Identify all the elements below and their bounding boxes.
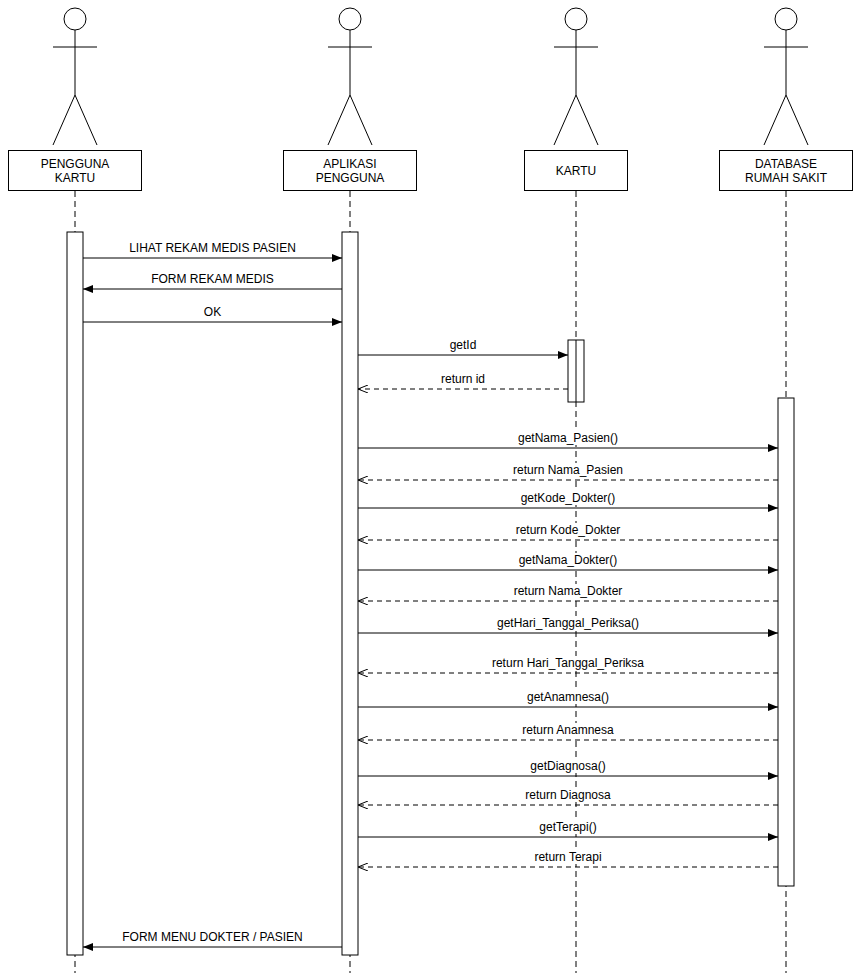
call-message xyxy=(358,707,778,708)
return-message xyxy=(358,540,778,541)
message-label: return Hari_Tanggal_Periksa xyxy=(490,656,646,670)
lifeline-box: PENGGUNA KARTU xyxy=(8,150,142,191)
activation-bar xyxy=(568,340,584,402)
message-label: return Kode_Dokter xyxy=(514,523,623,537)
message-label: getNama_Pasien() xyxy=(516,431,620,445)
message-label: getKode_Dokter() xyxy=(519,491,618,505)
call-message xyxy=(358,570,778,571)
return-message xyxy=(358,805,778,806)
return-message xyxy=(358,740,778,741)
message-label: getDiagnosa() xyxy=(528,759,607,773)
actor-name: DATABASE RUMAH SAKIT xyxy=(738,157,834,185)
actor-name: KARTU xyxy=(556,164,596,178)
actor-figure xyxy=(53,8,97,145)
message-label: return Anamnesa xyxy=(520,723,615,737)
call-message xyxy=(358,633,778,634)
call-message xyxy=(358,355,568,356)
actor-figure xyxy=(554,8,598,145)
message-label: return id xyxy=(439,372,487,386)
return-message xyxy=(358,673,778,674)
activation-bar xyxy=(67,232,83,955)
call-message xyxy=(83,258,342,259)
call-message xyxy=(358,837,778,838)
call-message xyxy=(358,508,778,509)
message-label: LIHAT REKAM MEDIS PASIEN xyxy=(127,241,298,255)
call-message xyxy=(83,289,342,290)
lifeline-box: KARTU xyxy=(524,150,628,191)
message-label: getHari_Tanggal_Periksa() xyxy=(495,616,641,630)
call-message xyxy=(83,947,342,948)
message-label: getTerapi() xyxy=(537,820,598,834)
message-label: FORM REKAM MEDIS xyxy=(149,272,276,286)
return-message xyxy=(358,389,568,390)
lifeline-box: APLIKASI PENGGUNA xyxy=(283,150,417,191)
message-label: return Nama_Dokter xyxy=(512,584,625,598)
actor-figure xyxy=(328,8,372,145)
message-label: getNama_Dokter() xyxy=(517,553,620,567)
activation-bar xyxy=(778,398,794,886)
message-label: FORM MENU DOKTER / PASIEN xyxy=(120,930,304,944)
message-label: OK xyxy=(202,305,223,319)
return-message xyxy=(358,480,778,481)
actor-name: PENGGUNA KARTU xyxy=(27,157,123,185)
lifeline-box: DATABASE RUMAH SAKIT xyxy=(719,150,853,191)
message-label: return Terapi xyxy=(532,850,603,864)
message-label: return Diagnosa xyxy=(523,788,612,802)
activation-bar xyxy=(342,232,358,955)
message-label: getId xyxy=(448,338,479,352)
message-label: return Nama_Pasien xyxy=(511,463,625,477)
return-message xyxy=(358,867,778,868)
activation-bar-line xyxy=(576,340,577,402)
message-label: getAnamnesa() xyxy=(525,690,611,704)
call-message xyxy=(358,448,778,449)
return-message xyxy=(358,601,778,602)
actor-name: APLIKASI PENGGUNA xyxy=(302,157,398,185)
call-message xyxy=(358,776,778,777)
call-message xyxy=(83,322,342,323)
actor-figure xyxy=(764,8,808,145)
